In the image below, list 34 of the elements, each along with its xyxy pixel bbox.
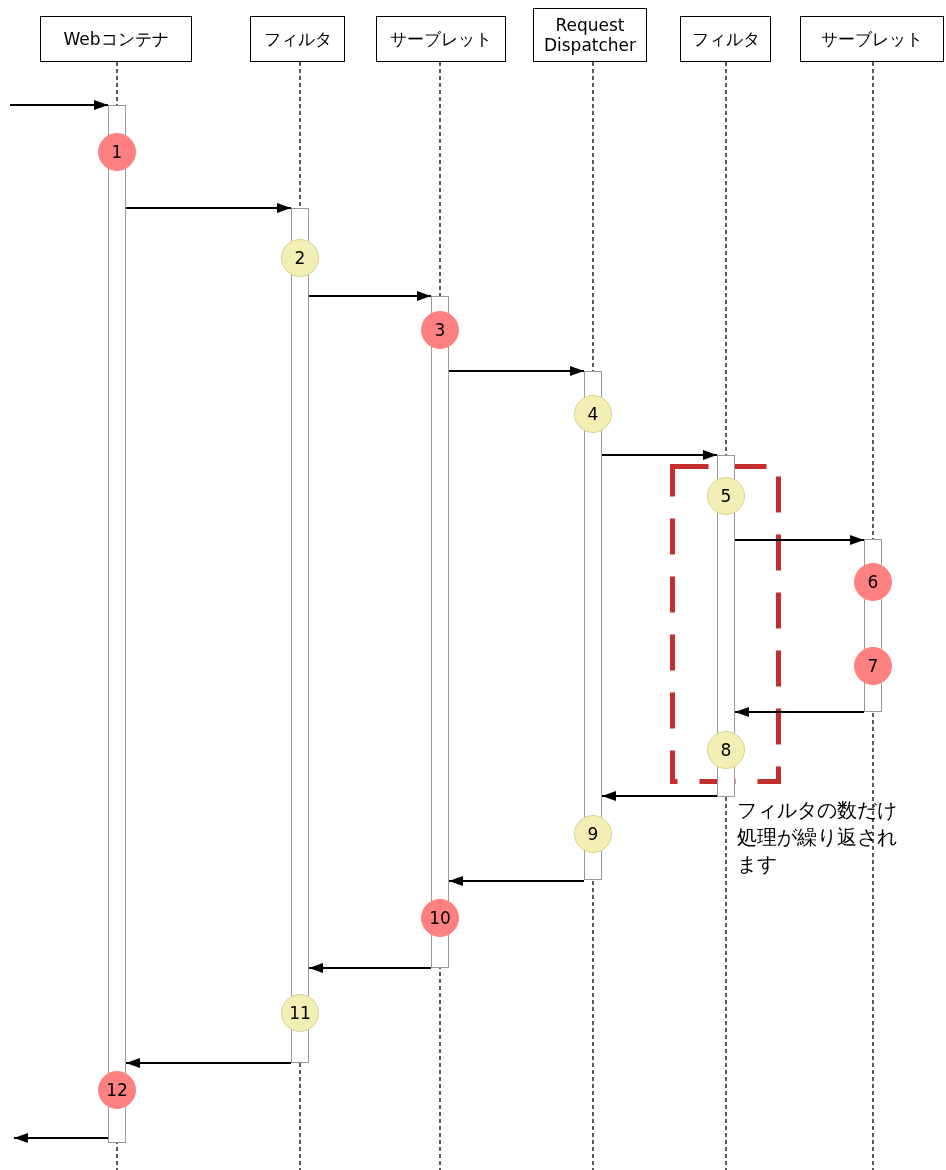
step-number-circle: 1	[98, 133, 136, 171]
lifeline-header-box: サーブレット	[800, 16, 944, 62]
activation-bar	[108, 105, 126, 1143]
lifeline-header-box: フィルタ	[250, 16, 345, 62]
step-number-circle: 8	[707, 731, 745, 769]
activation-bar	[431, 296, 449, 968]
message-arrow	[125, 1058, 292, 1068]
step-number-circle: 4	[574, 395, 612, 433]
lifeline-header-box: フィルタ	[680, 16, 771, 62]
message-arrow	[13, 1133, 109, 1143]
message-arrow	[734, 707, 865, 717]
step-number-circle: 5	[707, 477, 745, 515]
step-number-circle: 10	[421, 899, 459, 937]
message-arrow	[9, 100, 109, 110]
lifeline-header-box: Webコンテナ	[40, 16, 192, 62]
message-arrow	[601, 450, 718, 460]
step-number-circle: 3	[421, 311, 459, 349]
step-number-circle: 11	[281, 994, 319, 1032]
step-number-circle: 12	[98, 1071, 136, 1109]
lifeline-header-box: Request Dispatcher	[533, 8, 647, 62]
message-arrow	[448, 366, 585, 376]
step-number-circle: 7	[854, 647, 892, 685]
message-arrow	[308, 291, 432, 301]
message-arrow	[601, 791, 718, 801]
message-arrow	[308, 963, 432, 973]
message-arrow	[448, 876, 585, 886]
step-number-circle: 9	[574, 815, 612, 853]
step-number-circle: 2	[281, 239, 319, 277]
message-arrow	[734, 535, 865, 545]
note-text: フィルタの数だけ処理が繰り返されます	[737, 797, 898, 878]
step-number-circle: 6	[854, 563, 892, 601]
activation-bar	[291, 208, 309, 1063]
lifeline-header-box: サーブレット	[376, 16, 506, 62]
message-arrow	[125, 203, 292, 213]
